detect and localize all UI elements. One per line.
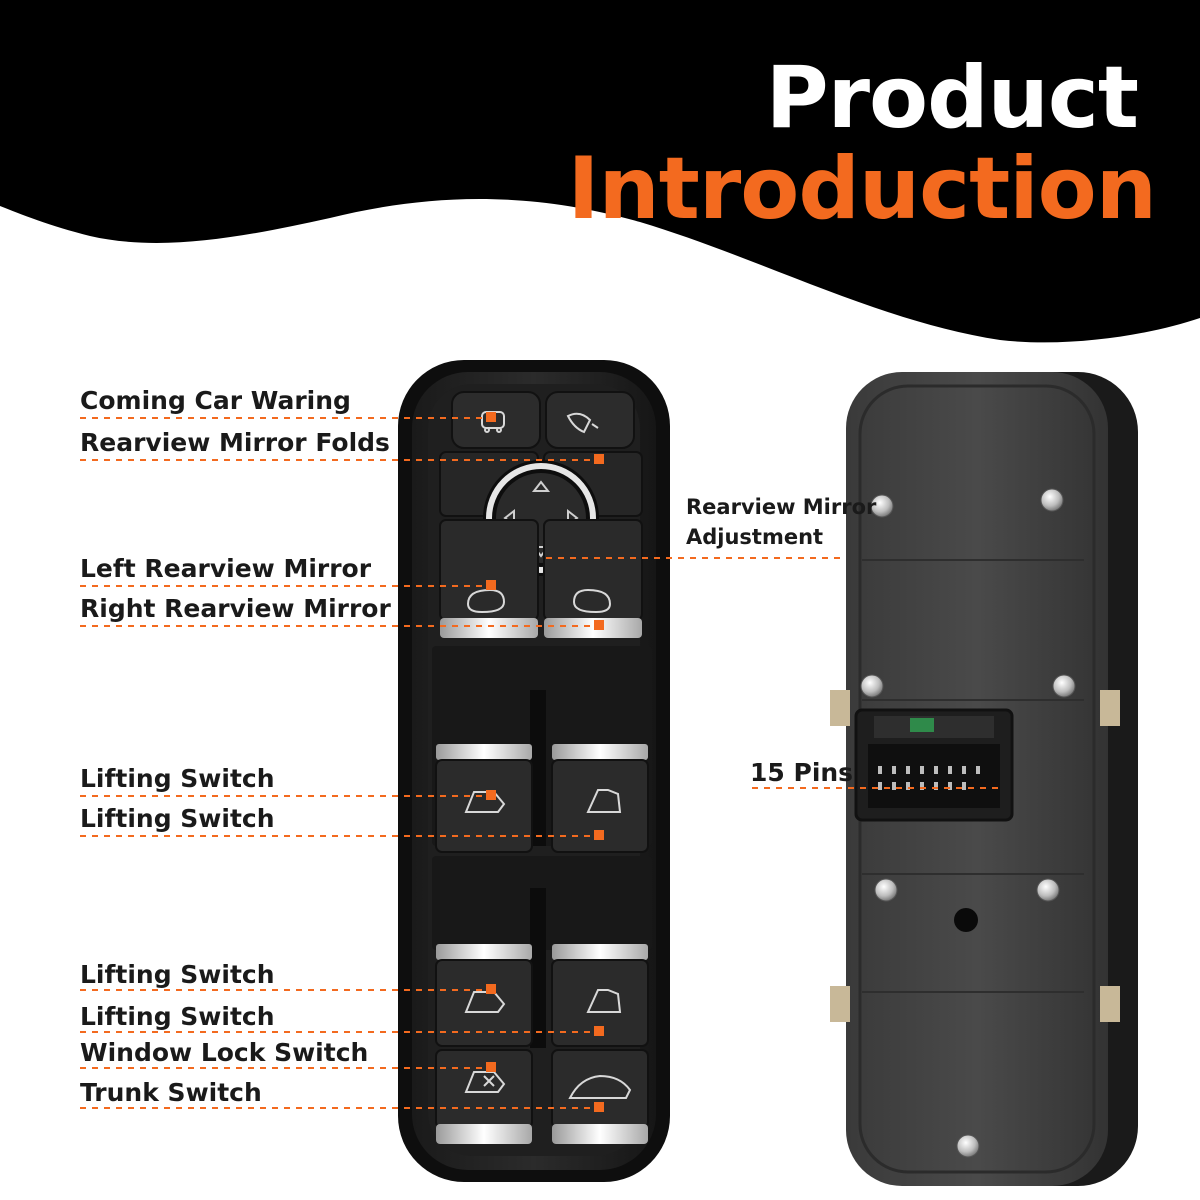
callout-dots [486,412,604,1112]
label-left-rearview-mirror: Left Rearview Mirror [80,554,372,583]
label-trunk-switch: Trunk Switch [80,1078,262,1107]
connector-pins-icon [854,708,1014,822]
page-title-line1: Product [765,48,1139,148]
mirror-fold-icon [566,412,599,434]
label-lifting-switch-3: Lifting Switch [80,960,275,989]
window-lock-icon [464,1071,506,1093]
label-coming-car-warning: Coming Car Waring [80,386,351,415]
page-title-line2: Introduction [567,139,1157,239]
window-lift-icon [464,991,506,1013]
direction-pad-icon [503,480,579,558]
window-lift-icon [586,989,622,1013]
label-rearview-mirror-adjustment-line1: Rearview Mirror [686,495,877,519]
label-right-rearview-mirror: Right Rearview Mirror [80,594,391,623]
label-15-pins: 15 Pins [750,758,854,787]
left-mirror-icon [466,588,506,614]
window-lift-icon [464,791,506,813]
label-lifting-switch-4: Lifting Switch [80,1002,275,1031]
switch-panel-front [398,360,670,1182]
label-rearview-mirror-adjustment-line2: Adjustment [686,525,824,549]
screw-icon [860,488,1076,1158]
right-mirror-icon [572,588,612,614]
label-window-lock-switch: Window Lock Switch [80,1038,369,1067]
coming-car-warning-icon [481,411,505,433]
label-lifting-switch-1: Lifting Switch [80,764,275,793]
label-lifting-switch-2: Lifting Switch [80,804,275,833]
header-wave-banner [0,0,1200,343]
trunk-icon [568,1074,632,1099]
window-lift-icon [586,789,622,813]
label-rearview-mirror-folds: Rearview Mirror Folds [80,428,390,457]
